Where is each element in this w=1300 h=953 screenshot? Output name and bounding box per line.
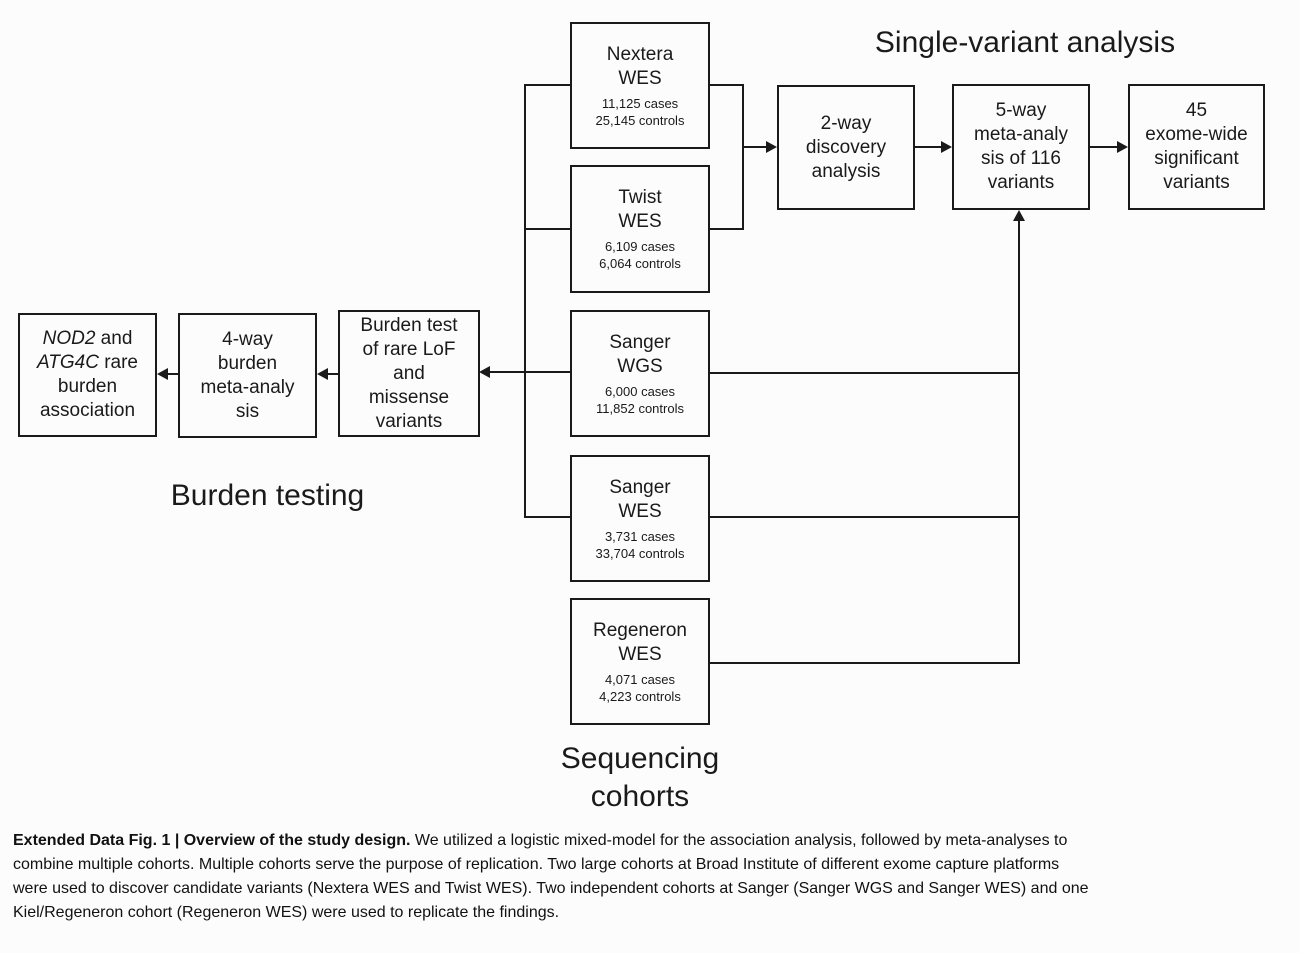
- arrowhead-into-significant-icon: [1117, 141, 1128, 153]
- cohort-cases: 3,731 cases: [604, 528, 676, 544]
- cohort-name: Sanger WGS: [609, 331, 671, 377]
- figure-caption: Extended Data Fig. 1 | Overview of the s…: [13, 829, 1275, 925]
- arrowhead-into-discovery-icon: [766, 141, 777, 153]
- cohort-box-nextera-wes: Nextera WES 11,125 cases 25,145 controls: [570, 22, 710, 149]
- cohort-name: Sanger WES: [609, 476, 671, 522]
- connector-sanger-wes-right-line: [710, 516, 1019, 518]
- connector-meta-to-significant-line: [1090, 146, 1118, 148]
- result-line-4: association: [39, 400, 136, 421]
- discovery-analysis-box: 2-way discovery analysis: [777, 85, 915, 210]
- connector-burden-meta-to-result-line: [168, 373, 178, 375]
- cohort-box-twist-wes: Twist WES 6,109 cases 6,064 controls: [570, 165, 710, 293]
- four-way-burden-meta-analysis-label: 4-way burden meta-analy sis: [200, 328, 295, 422]
- burden-test-box: Burden test of rare LoF and missense var…: [338, 310, 480, 437]
- cohort-controls: 25,145 controls: [595, 112, 685, 128]
- result-line-1: NOD2 and: [43, 327, 133, 351]
- cohort-cases: 11,125 cases: [601, 95, 679, 111]
- sequencing-cohorts-title: Sequencing cohorts: [560, 742, 720, 813]
- connector-nextera-right-stub: [710, 84, 744, 86]
- result-line-2: ATG4C rare: [37, 351, 138, 375]
- cohort-controls: 33,704 controls: [595, 545, 685, 561]
- connector-nextera-left-stub: [524, 84, 570, 86]
- four-way-burden-meta-analysis-box: 4-way burden meta-analy sis: [178, 313, 317, 438]
- cohort-box-sanger-wes: Sanger WES 3,731 cases 33,704 controls: [570, 455, 710, 582]
- result-line-1-rest: and: [95, 328, 133, 349]
- connector-sanger-wes-left-stub: [524, 516, 570, 518]
- single-variant-analysis-title: Single-variant analysis: [874, 26, 1176, 59]
- connector-twist-left-stub: [524, 228, 570, 230]
- connector-twist-right-stub: [710, 228, 744, 230]
- connector-replication-vertical: [1018, 221, 1020, 664]
- cohort-name: Nextera WES: [606, 43, 674, 89]
- arrowhead-into-meta-bottom-icon: [1013, 210, 1025, 221]
- cohort-controls: 6,064 controls: [599, 256, 681, 271]
- cohort-box-regeneron-wes: Regeneron WES 4,071 cases 4,223 controls: [570, 598, 710, 725]
- gene-nod2: NOD2: [42, 328, 96, 349]
- five-way-meta-analysis-box: 5-way meta-analy sis of 116 variants: [952, 84, 1090, 210]
- arrowhead-into-burden-test-icon: [479, 366, 490, 378]
- connector-burden-test-to-meta-line: [328, 373, 338, 375]
- burden-association-result-box: NOD2 and ATG4C rare burden association: [18, 313, 157, 437]
- figure-caption-lead: Extended Data Fig. 1 | Overview of the s…: [13, 832, 411, 849]
- significant-variants-box: 45 exome-wide significant variants: [1128, 84, 1265, 210]
- arrowhead-into-result-icon: [157, 368, 168, 380]
- result-line-2-rest: rare: [98, 352, 138, 373]
- arrowhead-into-meta-icon: [941, 141, 952, 153]
- connector-regeneron-right-line: [710, 662, 1020, 664]
- discovery-analysis-label: 2-way discovery analysis: [805, 112, 887, 182]
- gene-atg4c: ATG4C: [36, 352, 99, 373]
- cohort-name: Twist WES: [618, 187, 662, 232]
- connector-sanger-wgs-right-line: [710, 372, 1019, 374]
- cohort-controls: 11,852 controls: [596, 400, 684, 416]
- cohort-cases: 6,109 cases: [604, 239, 676, 254]
- connector-discovery-to-meta-line: [915, 146, 942, 148]
- burden-test-label: Burden test of rare LoF and missense var…: [360, 314, 458, 432]
- connector-to-burden-test-line: [489, 371, 570, 373]
- connector-left-collector-vertical: [524, 84, 526, 518]
- arrowhead-into-burden-meta-icon: [317, 368, 328, 380]
- result-line-3: burden: [57, 376, 118, 397]
- figure-caption-body: We utilized a logistic mixed-model for t…: [13, 832, 1089, 921]
- cohort-controls: 4,223 controls: [599, 688, 681, 704]
- cohort-cases: 4,071 cases: [604, 671, 676, 687]
- cohort-box-sanger-wgs: Sanger WGS 6,000 cases 11,852 controls: [570, 310, 710, 437]
- connector-to-discovery-line: [742, 146, 767, 148]
- burden-testing-title: Burden testing: [170, 479, 365, 512]
- connector-discovery-junction-vertical: [742, 84, 744, 230]
- cohort-name: Regeneron WES: [592, 619, 688, 665]
- significant-variants-label: 45 exome-wide significant variants: [1145, 100, 1248, 193]
- cohort-cases: 6,000 cases: [604, 383, 676, 399]
- five-way-meta-analysis-label: 5-way meta-analy sis of 116 variants: [974, 100, 1068, 193]
